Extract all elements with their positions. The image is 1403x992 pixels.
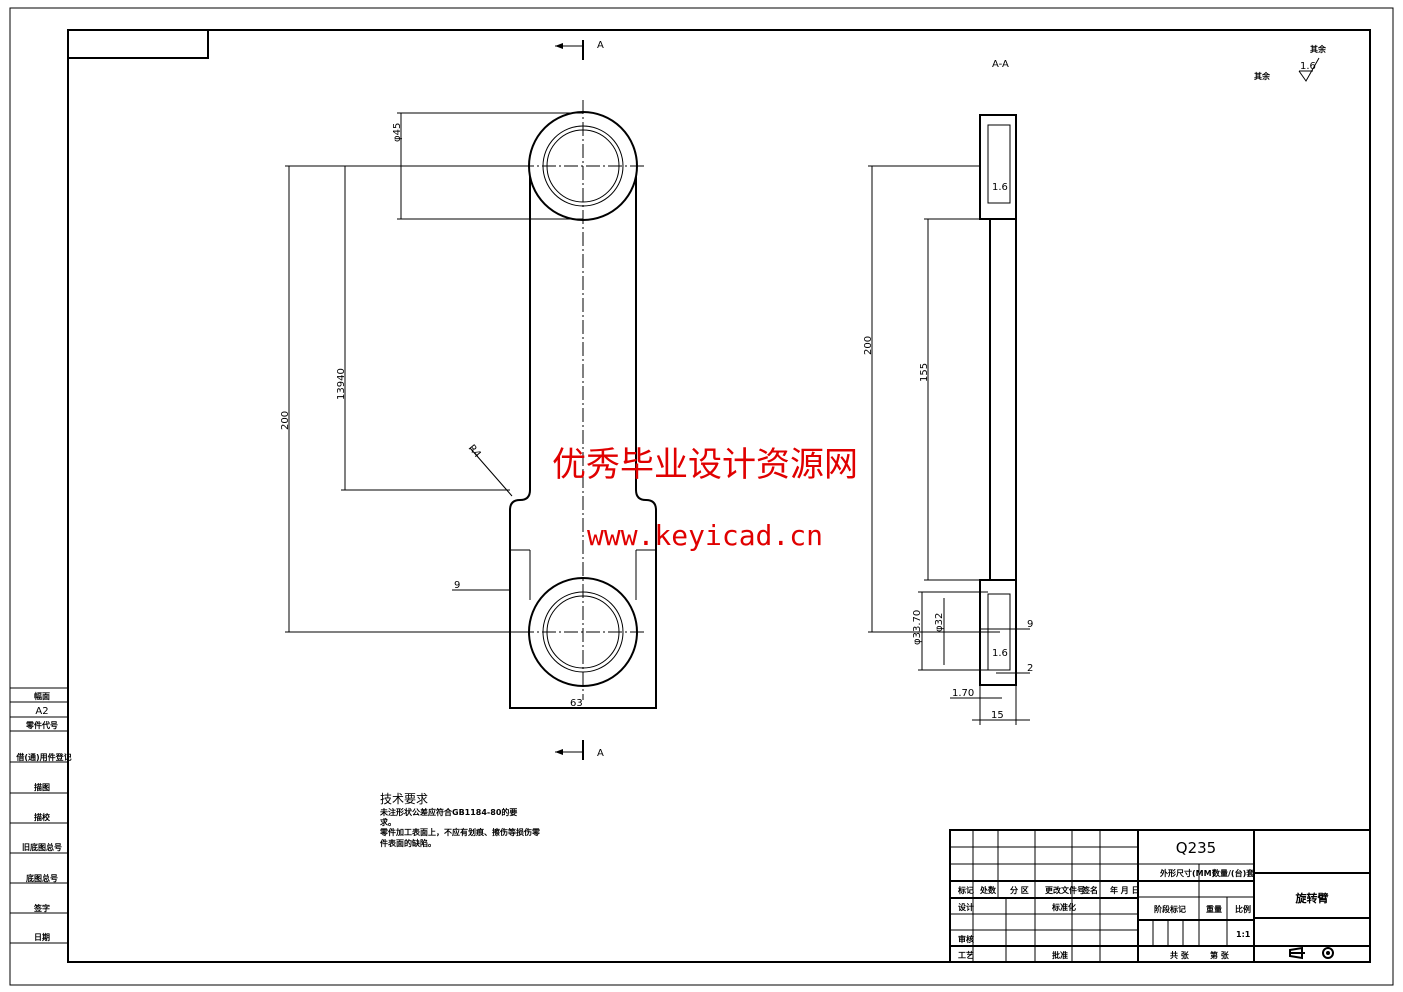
dim-thickness: 15 — [991, 710, 1004, 721]
dim-outer-bore: φ33.70 — [912, 610, 923, 645]
title-block: Q235 外形尺寸(MM) 数量/(台)套 旋转臂 标记 处数 分 区 更改文件… — [949, 829, 1371, 963]
drawing-frame — [67, 29, 1371, 963]
row-label: 年 月 日 — [1110, 885, 1140, 895]
strip-label: 幅面 — [34, 691, 50, 701]
qty-label: 数量/(台)套 — [1212, 868, 1255, 878]
dim-inner-bore: φ32 — [934, 613, 945, 632]
process-label: 工艺 — [958, 950, 974, 960]
stage-label: 阶段标记 — [1154, 904, 1186, 914]
tech-requirements: 技术要求 未注形状公差应符合GB1184-80的要 求。 零件加工表面上，不应有… — [379, 792, 541, 848]
strip-label: 描图 — [34, 782, 50, 792]
standard-label: 标准化 — [1051, 902, 1076, 912]
row-label: 分 区 — [1010, 885, 1029, 895]
dim-web: 155 — [919, 363, 930, 382]
check-label: 审核 — [958, 934, 974, 944]
tech-line: 求。 — [380, 817, 396, 827]
projection-symbol-icon — [1289, 946, 1334, 960]
part-name: 旋转臂 — [1295, 891, 1329, 905]
strip-label: 底图总号 — [25, 873, 58, 883]
section-view: A-A 1.6 1.6 200 155 φ33.70 φ32 9 2 1.70 … — [863, 59, 1033, 725]
dim-bore: φ45 — [392, 123, 403, 142]
strip-label: 旧底图总号 — [22, 842, 62, 852]
roughness-bottom: 1.6 — [992, 648, 1008, 659]
dim-2: 2 — [1027, 663, 1033, 674]
tech-line: 件表面的缺陷。 — [380, 838, 436, 848]
row-label: 更改文件号 — [1045, 885, 1085, 895]
row-label: 标记 — [957, 885, 974, 895]
dim-width: 63 — [570, 698, 583, 709]
outer-border — [9, 7, 1394, 986]
section-mark-bottom: A — [597, 748, 604, 759]
sheet-number: 第 张 — [1210, 950, 1230, 960]
code-box — [67, 29, 209, 59]
dim-overall: 200 — [280, 411, 291, 430]
roughness-label2: 其余 — [1310, 44, 1327, 54]
design-label: 设计 — [958, 902, 974, 912]
roughness-note: 其余 其余 1.6 — [1254, 44, 1327, 82]
watermark-title: 优秀毕业设计资源网 — [552, 445, 858, 485]
watermark-url: www.keyicad.cn — [587, 519, 823, 552]
strip-label: 描校 — [34, 812, 51, 822]
front-view: A A 200 13940 φ45 R4 9 63 — [280, 40, 657, 760]
dim-offset: 9 — [454, 580, 460, 591]
roughness-value: 1.6 — [1300, 61, 1316, 72]
section-mark-top: A — [597, 40, 604, 51]
scale-label: 比例 — [1235, 904, 1251, 914]
approve-label: 批准 — [1052, 950, 1068, 960]
roughness-top: 1.6 — [992, 182, 1008, 193]
material: Q235 — [1176, 839, 1216, 857]
tech-line: 未注形状公差应符合GB1184-80的要 — [379, 807, 517, 817]
row-label: 签名 — [1081, 885, 1098, 895]
scale-value: 1:1 — [1236, 930, 1251, 939]
strip-label: 日期 — [34, 932, 50, 942]
dim-170: 1.70 — [952, 688, 974, 699]
dim-fillet: R4 — [466, 443, 483, 460]
strip-label: 签字 — [33, 903, 50, 913]
sheets-total: 共 张 — [1170, 950, 1190, 960]
strip-label: 借(通)用件登记 — [15, 752, 71, 762]
left-strip: 幅面 A2 零件代号 借(通)用件登记 描图 描校 旧底图总号 底图总号 签字 … — [10, 687, 72, 944]
section-title: A-A — [992, 59, 1009, 70]
weight-label: 重量 — [1206, 904, 1222, 914]
strip-label: A2 — [35, 706, 48, 717]
strip-label: 零件代号 — [25, 720, 58, 730]
dim-inner: 13940 — [336, 368, 347, 400]
tech-line: 零件加工表面上，不应有划痕、擦伤等损伤零 — [379, 827, 541, 837]
size-label: 外形尺寸(MM) — [1160, 868, 1215, 878]
dim-overall-side: 200 — [863, 336, 874, 355]
row-label: 处数 — [979, 885, 997, 895]
dim-9: 9 — [1027, 619, 1033, 630]
tech-title: 技术要求 — [380, 792, 428, 806]
roughness-label: 其余 — [1254, 71, 1271, 81]
